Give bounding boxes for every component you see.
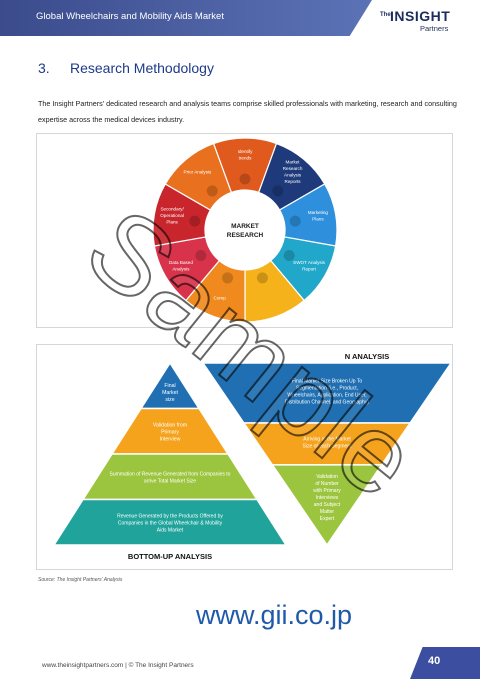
bottom-up-level-text: arrive Total Market Size — [144, 478, 196, 484]
bottom-up-level-text: Summation of Revenue Generated from Comp… — [110, 471, 231, 477]
segment-label: Reports — [285, 179, 302, 184]
wheel-center-label-1: MARKET — [231, 223, 259, 230]
bottom-up-level-text: Companies in the Global Wheelchair & Mob… — [118, 520, 223, 526]
segment-label: Identify — [238, 149, 254, 154]
wheel-center-label-2: RESEARCH — [227, 232, 264, 239]
top-down-level-text: Final Market Size Broken Up To — [292, 379, 362, 385]
top-down-level-text: with Primary — [313, 488, 341, 494]
bottom-up-level-text: Final — [164, 383, 175, 389]
segment-icon — [239, 173, 251, 185]
segment-label: trends — [239, 155, 252, 160]
section-number: 3. — [38, 60, 50, 76]
segment-label: Research — [283, 166, 303, 171]
segment-icon — [283, 250, 295, 261]
segment-icon — [189, 215, 201, 227]
wheel-center — [206, 191, 284, 269]
top-down-level-text: Matter — [320, 509, 335, 515]
bottom-up-level-text: Primary — [161, 429, 179, 435]
bottom-up-level-text: size — [165, 397, 174, 403]
bottom-up-level-text: Revenue Generated by the Products Offere… — [117, 513, 223, 519]
top-down-level-text: Expert — [320, 516, 335, 522]
source-note: Source: The Insight Partners' Analysis — [38, 577, 123, 583]
segment-label: Analysis — [284, 173, 302, 178]
top-down-level-text: Interviews — [316, 495, 339, 501]
logo-the: The — [380, 12, 391, 18]
top-down-level-text: Arriving at the Market — [303, 436, 351, 442]
segment-icon — [272, 185, 284, 197]
gii-url[interactable]: www.gii.co.jp — [196, 600, 353, 630]
page-number: 40 — [428, 655, 441, 667]
segment-label: Secondary/ — [160, 207, 184, 212]
top-down-level-text: and Subject — [314, 502, 341, 508]
bottom-up-level-text: Market — [162, 390, 178, 396]
segment-label: Plans — [312, 216, 324, 221]
intro-paragraph: The Insight Partners' dedicated research… — [38, 99, 457, 124]
top-down-level-text: of Number — [315, 481, 339, 487]
top-down-level-text: Segmentation (i.e., Product, — [296, 386, 358, 392]
segment-icon — [256, 272, 268, 284]
page-header: Global Wheelchairs and Mobility Aids Mar… — [0, 0, 480, 36]
segment-label: Data Based — [169, 260, 193, 265]
top-down-level — [271, 464, 383, 547]
section-title: Research Methodology — [70, 60, 214, 76]
footer-text: www.theinsightpartners.com | © The Insig… — [42, 662, 194, 669]
segment-icon — [195, 250, 207, 261]
top-down-level-text: Distribution Channel, and Geography) — [285, 400, 369, 406]
segment-icon — [222, 272, 234, 284]
segment-label: Analysis — [172, 266, 190, 271]
methodology-wheel: IdentifytrendsMarketResearchAnalysisRepo… — [152, 137, 338, 323]
segment-label: Comp — [214, 296, 227, 301]
segment-label: Marketing — [308, 210, 329, 215]
bottom-up-level-text: Validation from — [153, 422, 187, 428]
segment-label: Market — [286, 160, 301, 165]
document-title: Global Wheelchairs and Mobility Aids Mar… — [36, 11, 224, 22]
top-down-level-text: Size of each Segment — [303, 443, 353, 449]
bottom-up-label: BOTTOM-UP ANALYSIS — [128, 552, 212, 561]
segment-icon — [206, 185, 218, 197]
logo-partners: Partners — [420, 24, 449, 33]
segment-label: Report — [302, 266, 317, 271]
segment-icon — [289, 215, 301, 227]
bottom-up-level — [52, 498, 288, 546]
logo-insight: INSIGHT — [390, 8, 451, 24]
segment-label: Plans — [166, 220, 178, 225]
page-number-badge: 40 — [410, 647, 480, 679]
segment-label: Prior Analysis — [184, 169, 213, 174]
segment-label: SWOT Analysis — [293, 260, 326, 265]
top-down-label: N ANALYSIS — [345, 352, 389, 361]
company-logo: The INSIGHT Partners — [380, 6, 470, 34]
top-down-level-text: Validation — [316, 474, 338, 480]
bottom-up-level-text: Interview — [160, 436, 181, 442]
segment-label: Operational — [160, 213, 184, 218]
bottom-up-level-text: Aids Market — [157, 527, 184, 533]
top-down-level-text: Wheelchairs, Application, End User, — [287, 393, 366, 399]
header-band — [0, 0, 372, 36]
wheel-segment — [164, 142, 233, 211]
